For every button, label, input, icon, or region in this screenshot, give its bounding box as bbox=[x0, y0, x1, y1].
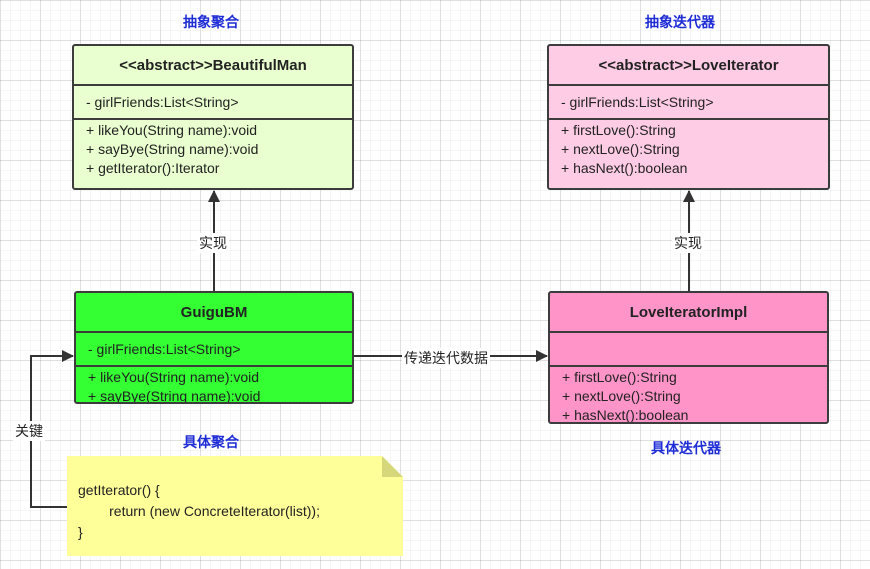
operation: + firstLove():String bbox=[562, 369, 677, 385]
operation: + sayBye(String name):void bbox=[88, 388, 261, 404]
operation: + getIterator():Iterator bbox=[86, 160, 220, 176]
attribute: - girlFriends:List<String> bbox=[561, 94, 714, 110]
class-name: GuiguBM bbox=[76, 293, 352, 333]
note-line: return (new ConcreteIterator(list)); bbox=[78, 503, 320, 519]
attribute: - girlFriends:List<String> bbox=[88, 341, 241, 357]
edge-label-implements-right: 实现 bbox=[672, 233, 704, 253]
class-love-iterator[interactable]: <<abstract>>LoveIterator - girlFriends:L… bbox=[547, 44, 830, 190]
operation: + hasNext():boolean bbox=[562, 407, 689, 423]
class-attributes: - girlFriends:List<String> bbox=[74, 86, 352, 120]
operation: + firstLove():String bbox=[561, 122, 676, 138]
edge-label-passes-data: 传递迭代数据 bbox=[402, 348, 490, 368]
class-name: LoveIteratorImpl bbox=[550, 293, 827, 333]
class-operations: + likeYou(String name):void + sayBye(Str… bbox=[74, 120, 352, 178]
operation: + sayBye(String name):void bbox=[86, 141, 259, 157]
code-note[interactable]: getIterator() { return (new ConcreteIter… bbox=[67, 456, 403, 556]
operation: + hasNext():boolean bbox=[561, 160, 688, 176]
class-guigu-bm[interactable]: GuiguBM - girlFriends:List<String> + lik… bbox=[74, 291, 354, 404]
class-operations: + likeYou(String name):void + sayBye(Str… bbox=[76, 367, 352, 404]
edge-label-key: 关键 bbox=[13, 421, 45, 441]
note-line: getIterator() { bbox=[78, 482, 160, 498]
operation: + nextLove():String bbox=[561, 141, 680, 157]
caption-abstract-iterator: 抽象迭代器 bbox=[645, 15, 715, 31]
class-love-iterator-impl[interactable]: LoveIteratorImpl + firstLove():String + … bbox=[548, 291, 829, 424]
caption-concrete-aggregate: 具体聚合 bbox=[183, 435, 239, 451]
edge-label-implements-left: 实现 bbox=[197, 233, 229, 253]
caption-abstract-aggregate: 抽象聚合 bbox=[183, 15, 239, 31]
class-name: <<abstract>>LoveIterator bbox=[549, 46, 828, 86]
class-attributes: - girlFriends:List<String> bbox=[549, 86, 828, 120]
class-name: <<abstract>>BeautifulMan bbox=[74, 46, 352, 86]
attribute: - girlFriends:List<String> bbox=[86, 94, 239, 110]
note-line: } bbox=[78, 524, 83, 540]
class-attributes bbox=[550, 333, 827, 367]
class-attributes: - girlFriends:List<String> bbox=[76, 333, 352, 367]
operation: + likeYou(String name):void bbox=[88, 369, 260, 385]
class-beautiful-man[interactable]: <<abstract>>BeautifulMan - girlFriends:L… bbox=[72, 44, 354, 190]
class-operations: + firstLove():String + nextLove():String… bbox=[550, 367, 827, 423]
operation: + nextLove():String bbox=[562, 388, 681, 404]
caption-concrete-iterator: 具体迭代器 bbox=[651, 441, 721, 457]
operation: + likeYou(String name):void bbox=[86, 122, 258, 138]
class-operations: + firstLove():String + nextLove():String… bbox=[549, 120, 828, 178]
